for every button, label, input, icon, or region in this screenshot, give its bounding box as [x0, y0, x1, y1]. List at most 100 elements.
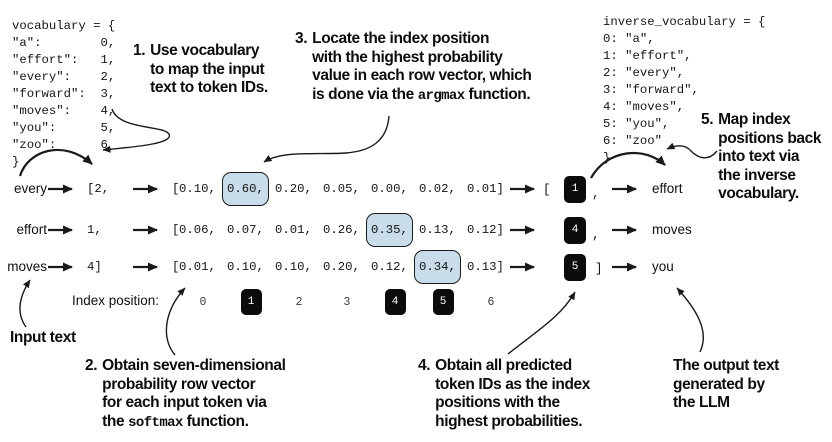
- value-text: 0.34,: [419, 260, 456, 274]
- index-position-row: 0 1 2 3 4 5 6: [172, 289, 515, 315]
- vector-open-bracket: [: [172, 182, 180, 196]
- probability-value: 0.01,: [179, 260, 227, 275]
- output-text-label: The output text generated by the LLM: [673, 357, 779, 411]
- curved-arrow-step4-icon: [507, 291, 576, 355]
- annotation-step1: 1. Use vocabulary to map the input text …: [133, 42, 268, 98]
- probability-value: 0.00,: [371, 182, 419, 197]
- value-text: 0.00,: [371, 182, 408, 196]
- vector-open-bracket: [: [172, 223, 180, 237]
- input-word: moves: [7, 259, 47, 274]
- probability-vector: [ 0.06, 0.07, 0.01, 0.26, 0.35, 0.13, 0.…: [172, 213, 515, 247]
- value-text: 0.12,: [371, 260, 408, 274]
- output-word: effort: [652, 181, 683, 196]
- probability-value: 0.02,: [419, 182, 467, 197]
- annotation-text-part: Locate the index position with the highe…: [312, 30, 532, 103]
- value-text: 0.13]: [467, 260, 504, 274]
- probability-value: 0.05,: [323, 182, 371, 197]
- index-position: 1: [227, 289, 275, 315]
- annotation-step3: 3. Locate the index position with the hi…: [295, 30, 532, 105]
- vocabulary-code-block: vocabulary = { "a": 0, "effort": 1, "eve…: [12, 19, 116, 170]
- probability-value: 0.13]: [467, 260, 515, 275]
- softmax-code-text: softmax: [128, 414, 183, 431]
- output-word: you: [652, 259, 674, 274]
- output-word: moves: [652, 222, 692, 237]
- output-separator: ,: [592, 187, 600, 201]
- annotation-text: Obtain all predicted token IDs as the in…: [435, 357, 590, 430]
- value-text: 0.01]: [467, 182, 504, 196]
- probability-vector: [ 0.10, 0.60, 0.20, 0.05, 0.00, 0.02, 0.…: [172, 172, 515, 206]
- index-number-box: 1: [240, 289, 262, 315]
- annotation-number: 4.: [418, 357, 431, 374]
- value-text: 0.20,: [275, 182, 312, 196]
- index-number: 3: [343, 295, 351, 309]
- value-text: 0.20,: [323, 260, 360, 274]
- value-text: 0.26,: [323, 223, 360, 237]
- highlighted-probability-value: 0.60,: [222, 172, 275, 206]
- value-text: 0.60,: [227, 182, 264, 196]
- index-number-box: 5: [432, 289, 454, 315]
- probability-value: 0.01]: [467, 182, 515, 197]
- probability-vector: [ 0.01, 0.10, 0.10, 0.20, 0.12, 0.34, 0.…: [172, 250, 515, 284]
- highlighted-probability-value: 0.34,: [414, 250, 467, 284]
- annotation-text: Obtain seven-dimensional probability row…: [102, 357, 286, 432]
- probability-value: 0.10,: [275, 260, 323, 275]
- annotation-number: 5.: [701, 111, 714, 128]
- value-text: 0.07,: [227, 223, 264, 237]
- annotation-text: Map index positions back into text via t…: [718, 111, 822, 202]
- value-text: 0.01,: [179, 260, 216, 274]
- argmax-code-text: argmax: [417, 87, 465, 104]
- annotation-step2: 2. Obtain seven-dimensional probability …: [85, 357, 286, 432]
- inverse-vocabulary-code-block: inverse_vocabulary = { 0: "a", 1: "effor…: [603, 15, 766, 166]
- index-position-label: Index position:: [72, 293, 160, 308]
- index-position: 2: [275, 296, 323, 309]
- probability-value: 0.20,: [323, 260, 371, 275]
- probability-value: 0.12,: [371, 260, 419, 275]
- annotation-text-part: function.: [182, 412, 249, 430]
- value-text: 0.12]: [467, 223, 504, 237]
- output-open-bracket: [: [543, 183, 551, 197]
- token-id-box: 1: [564, 176, 586, 203]
- annotation-number: 3.: [295, 30, 308, 47]
- value-text: 0.02,: [419, 182, 456, 196]
- index-position: 6: [467, 296, 515, 309]
- value-text: 0.13,: [419, 223, 456, 237]
- index-position: 5: [419, 289, 467, 315]
- probability-value: 0.12]: [467, 223, 515, 238]
- index-number: 2: [295, 295, 303, 309]
- index-position: 4: [371, 289, 419, 315]
- index-number: 6: [487, 295, 495, 309]
- token-id-box: 4: [564, 217, 586, 244]
- index-number: 0: [199, 295, 207, 309]
- curved-arrow-step3-icon: [263, 115, 390, 163]
- annotation-number: 2.: [85, 357, 98, 374]
- probability-value: 0.20,: [275, 182, 323, 197]
- value-text: 0.10,: [275, 260, 312, 274]
- annotation-number: 1.: [133, 42, 146, 59]
- value-text: 0.10,: [179, 182, 216, 196]
- value-text: 0.06,: [179, 223, 216, 237]
- value-text: 0.01,: [275, 223, 312, 237]
- index-position: 0: [179, 296, 227, 309]
- annotation-text: Use vocabulary to map the input text to …: [150, 42, 268, 96]
- highlighted-probability-value: 0.35,: [366, 213, 419, 247]
- index-position: 3: [323, 296, 371, 309]
- probability-value: 0.10,: [227, 260, 275, 275]
- token-id: 4]: [87, 260, 102, 274]
- value-text: 0.10,: [227, 260, 264, 274]
- output-separator: ,: [592, 228, 600, 242]
- probability-value: 0.13,: [419, 223, 467, 238]
- probability-value: 0.26,: [323, 223, 371, 238]
- curved-arrow-output-text-icon: [676, 287, 705, 353]
- index-number-box: 4: [384, 289, 406, 315]
- value-text: 0.05,: [323, 182, 360, 196]
- probability-value: 0.07,: [227, 223, 275, 238]
- annotation-text: Locate the index position with the highe…: [312, 30, 532, 105]
- annotation-step4: 4. Obtain all predicted token IDs as the…: [418, 357, 590, 431]
- annotation-step5: 5. Map index positions back into text vi…: [701, 111, 821, 204]
- input-word: effort: [16, 222, 47, 237]
- value-text: 0.35,: [371, 223, 408, 237]
- annotation-text-part: Obtain seven-dimensional probability row…: [102, 357, 286, 430]
- probability-value: 0.06,: [179, 223, 227, 238]
- token-id: [2,: [87, 182, 110, 196]
